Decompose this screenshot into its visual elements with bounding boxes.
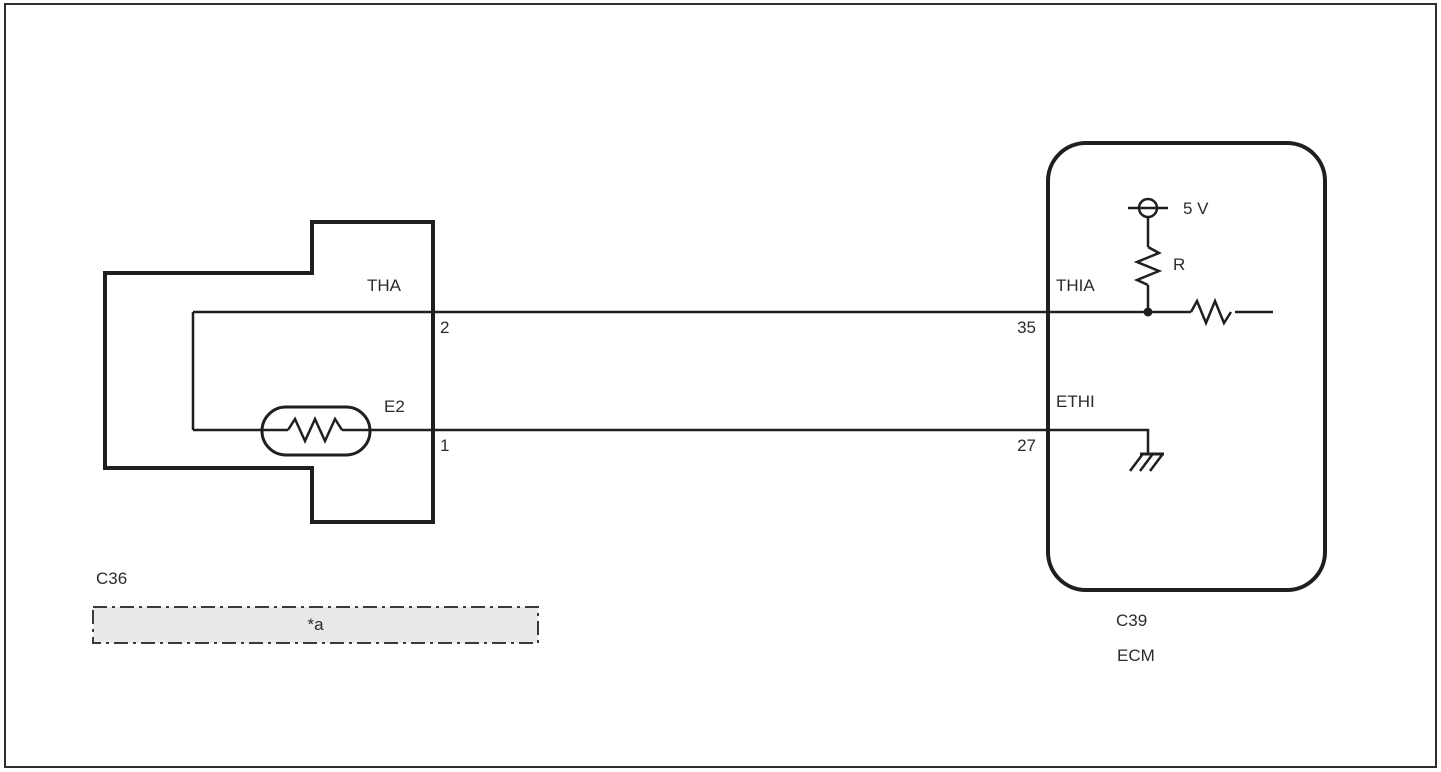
note-box: *a [93, 607, 538, 643]
terminal-label-e2: E2 [384, 397, 405, 416]
ground-icon [1129, 452, 1164, 472]
connector-id-c36: C36 [96, 569, 128, 588]
thermistor-icon [260, 405, 372, 457]
pin-number-35: 35 [1017, 318, 1036, 337]
power-5v-icon [1128, 197, 1168, 247]
supply-voltage-label: 5 V [1183, 199, 1209, 218]
terminal-label-thia: THIA [1056, 276, 1095, 295]
note-box-outline [92, 606, 539, 644]
resistor-r-label: R [1173, 255, 1186, 274]
pullup-resistor-icon [1133, 245, 1163, 312]
terminal-label-ethi: ETHI [1056, 392, 1095, 411]
pin-number-27: 27 [1017, 436, 1036, 455]
connector-id-c39: C39 [1116, 611, 1148, 630]
pin-number-1: 1 [440, 436, 450, 455]
diagram-frame [4, 3, 1437, 768]
ecm-caption: ECM [1117, 646, 1155, 665]
wire-e2-ethi [191, 312, 1150, 453]
sensor-connector-outline [103, 220, 435, 524]
series-resistor-icon [1189, 297, 1233, 327]
note-label: *a [307, 615, 324, 634]
ecm-box-outline [1046, 141, 1327, 592]
terminal-label-tha: THA [367, 276, 401, 295]
junction-dot [1143, 307, 1153, 317]
pin-number-2: 2 [440, 318, 450, 337]
